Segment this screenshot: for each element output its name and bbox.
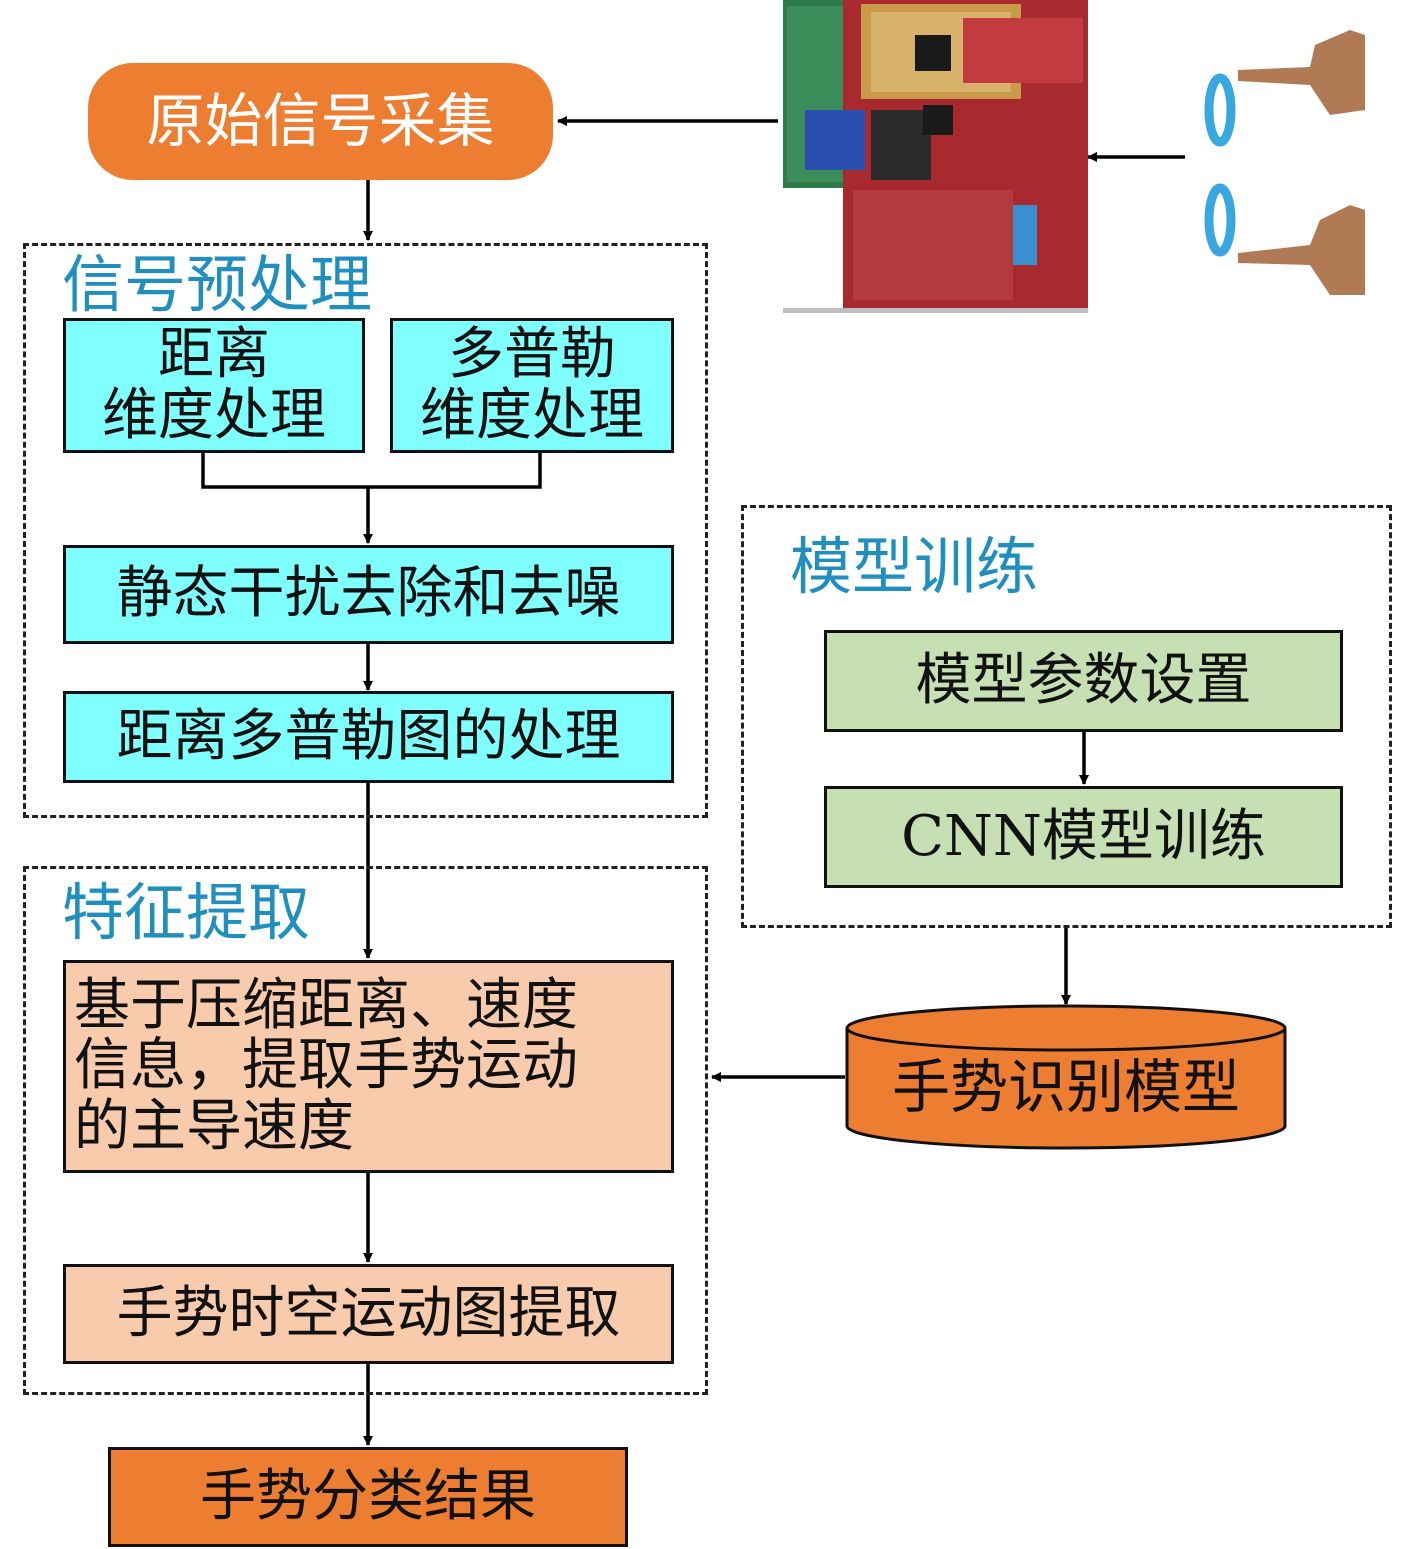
hand-gesture-image <box>1204 30 1365 295</box>
range-processing-line2: 维度处理 <box>102 382 326 448</box>
doppler-processing-line1: 多普勒 <box>448 322 616 388</box>
spatiotemporal-map-label: 手势时空运动图提取 <box>116 1280 621 1346</box>
range-processing-node: 距离 维度处理 <box>63 318 365 453</box>
model-params-label: 模型参数设置 <box>915 647 1252 713</box>
cnn-training-label: CNN模型训练 <box>901 803 1266 869</box>
model-training-title: 模型训练 <box>790 530 1039 603</box>
raw-acquisition-label: 原始信号采集 <box>146 87 495 156</box>
raw-acquisition-node: 原始信号采集 <box>88 63 553 180</box>
spatiotemporal-map-node: 手势时空运动图提取 <box>63 1264 674 1364</box>
merge-connector <box>201 452 542 489</box>
doppler-processing-node: 多普勒 维度处理 <box>390 318 674 453</box>
static-clutter-label: 静态干扰去除和去噪 <box>116 561 621 627</box>
gesture-model-label: 手势识别模型 <box>891 1053 1240 1121</box>
feature-extraction-group <box>23 866 708 1395</box>
range-processing-line1: 距离 <box>158 322 270 388</box>
preprocessing-title: 信号预处理 <box>62 248 373 321</box>
dominant-velocity-line2: 信息，提取手势运动 <box>74 1033 578 1099</box>
feature-extraction-title: 特征提取 <box>62 876 311 949</box>
classification-result-label: 手势分类结果 <box>200 1463 536 1529</box>
model-params-node: 模型参数设置 <box>824 630 1343 732</box>
model-training-group <box>741 505 1392 928</box>
range-doppler-node: 距离多普勒图的处理 <box>63 691 674 783</box>
gesture-model-cylinder <box>845 1004 1287 1150</box>
radar-board-image <box>783 0 1088 313</box>
preprocessing-group <box>23 243 708 818</box>
range-doppler-label: 距离多普勒图的处理 <box>116 703 621 769</box>
static-clutter-node: 静态干扰去除和去噪 <box>63 545 674 644</box>
classification-result-node: 手势分类结果 <box>108 1447 628 1547</box>
dominant-velocity-line1: 基于压缩距离、速度 <box>74 972 578 1038</box>
dominant-velocity-line3: 的主导速度 <box>74 1093 354 1159</box>
cnn-training-node: CNN模型训练 <box>824 786 1343 888</box>
doppler-processing-line2: 维度处理 <box>420 382 644 448</box>
dominant-velocity-node: 基于压缩距离、速度 信息，提取手势运动 的主导速度 <box>63 960 674 1173</box>
